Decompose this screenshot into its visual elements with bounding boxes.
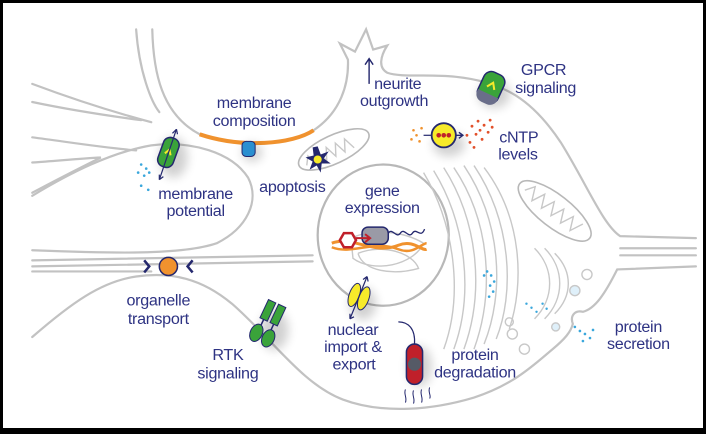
mitochondrion-upper [297, 127, 370, 171]
membrane-protein-icon [241, 140, 256, 157]
svg-text:potential: potential [167, 202, 225, 220]
cyclase-icon [423, 122, 465, 149]
svg-text:RTK: RTK [212, 346, 244, 364]
peptide-fragments [404, 387, 431, 404]
svg-text:neurite: neurite [374, 75, 422, 93]
mrna-icon [387, 228, 426, 236]
ions-icon [136, 163, 151, 192]
label-protein-secretion: protein secretion [607, 318, 670, 353]
transport-motor-icon [143, 256, 194, 277]
substrate-dots [410, 126, 423, 143]
label-nuclear-import-export: nuclear import & export [324, 321, 382, 373]
svg-text:cNTP: cNTP [499, 128, 538, 146]
label-rtk-signaling: RTK signaling [197, 346, 258, 382]
label-cntp-levels: cNTP levels [498, 128, 538, 163]
label-gpcr-signaling: GPCR signaling [515, 61, 576, 97]
label-membrane-potential: membrane potential [158, 185, 233, 220]
double-arrow-icon [349, 276, 369, 320]
gpcr-receptor-icon [476, 70, 506, 105]
svg-text:signaling: signaling [515, 79, 576, 97]
svg-text:degradation: degradation [434, 363, 516, 381]
svg-text:levels: levels [498, 145, 538, 163]
svg-text:membrane: membrane [217, 94, 292, 112]
svg-text:expression: expression [345, 199, 420, 217]
label-neurite-outgrowth: neurite outgrowth [360, 75, 428, 110]
svg-text:gene: gene [365, 182, 400, 200]
svg-text:signaling: signaling [197, 364, 258, 382]
svg-text:apoptosis: apoptosis [259, 178, 326, 196]
proteasome-icon [405, 343, 424, 386]
golgi-apparatus [534, 247, 569, 320]
svg-text:composition: composition [213, 112, 296, 130]
svg-text:nuclear: nuclear [328, 321, 380, 339]
svg-text:membrane: membrane [158, 185, 233, 203]
label-gene-expression: gene expression [345, 182, 420, 217]
label-apoptosis: apoptosis [259, 178, 326, 196]
secretory-granules [482, 270, 595, 343]
svg-text:import &: import & [324, 338, 382, 356]
svg-text:protein: protein [615, 318, 662, 336]
svg-text:secretion: secretion [607, 335, 670, 353]
double-arrow-icon [158, 129, 178, 180]
apoptosis-star-icon [305, 146, 331, 173]
mitochondrion-right [517, 179, 592, 242]
transcription-factor-icon [338, 231, 358, 249]
ubiquitin-chain-icon [398, 321, 416, 345]
membrane-lipid-patch [199, 128, 315, 146]
svg-text:export: export [332, 355, 376, 373]
up-arrow-icon [364, 57, 374, 84]
svg-text:outgrowth: outgrowth [360, 92, 428, 110]
vesicles [504, 268, 593, 355]
label-protein-degradation: protein degradation [434, 346, 516, 381]
neuron-cell-diagram: membrane composition neurite outgrowth G… [31, 26, 697, 411]
label-organelle-transport: organelle transport [127, 292, 191, 328]
svg-text:GPCR: GPCR [521, 61, 566, 79]
cntp-dots [465, 118, 494, 149]
svg-text:organelle: organelle [127, 292, 191, 310]
rtk-receptor-icon [249, 298, 287, 348]
label-membrane-composition: membrane composition [213, 94, 296, 130]
endoplasmic-reticulum [422, 165, 519, 350]
svg-text:protein: protein [451, 346, 498, 364]
diagram-frame: membrane composition neurite outgrowth G… [3, 3, 703, 428]
svg-text:transport: transport [128, 310, 190, 328]
